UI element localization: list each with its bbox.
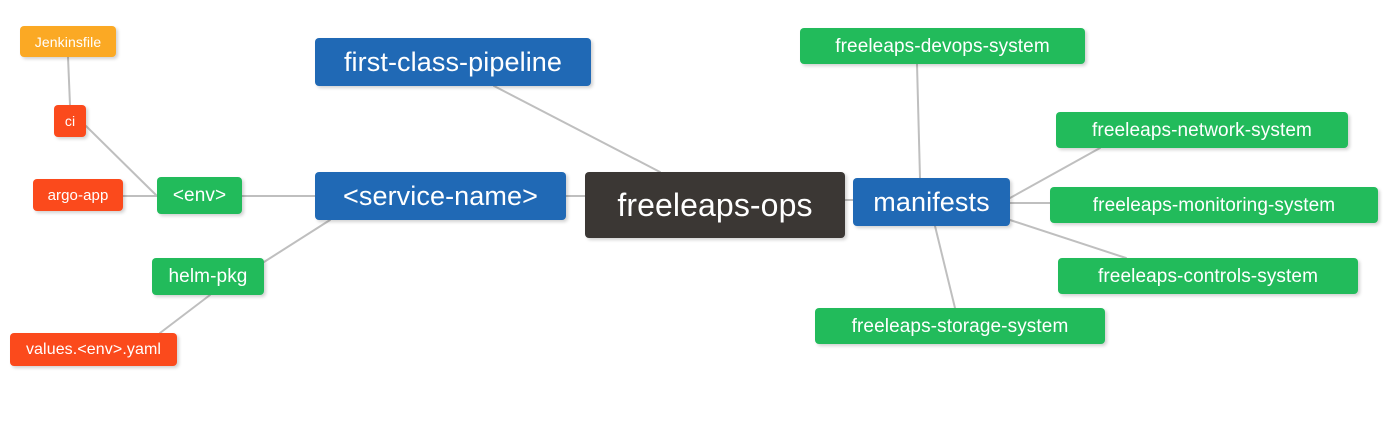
- node-freeleaps-ops[interactable]: freeleaps-ops: [585, 172, 845, 238]
- node-jenkinsfile[interactable]: Jenkinsfile: [20, 26, 116, 57]
- edge-manifests-to-freeleaps-devops-system: [916, 63, 921, 179]
- node-label-freeleaps-network-system: freeleaps-network-system: [1092, 119, 1312, 141]
- node-label-env: <env>: [172, 185, 227, 206]
- node-label-freeleaps-ops: freeleaps-ops: [617, 187, 813, 223]
- node-argo-app[interactable]: argo-app: [33, 179, 123, 211]
- edge-helm-pkg-to-service-name: [263, 219, 331, 263]
- node-manifests[interactable]: manifests: [853, 178, 1010, 226]
- node-label-freeleaps-storage-system: freeleaps-storage-system: [851, 315, 1069, 337]
- node-label-first-class-pipeline: first-class-pipeline: [343, 46, 563, 77]
- node-service-name[interactable]: <service-name>: [315, 172, 566, 220]
- node-freeleaps-devops-system[interactable]: freeleaps-devops-system: [800, 28, 1085, 64]
- node-label-ci: ci: [64, 113, 76, 129]
- node-label-values-yaml: values.<env>.yaml: [25, 340, 162, 358]
- node-freeleaps-controls-system[interactable]: freeleaps-controls-system: [1058, 258, 1358, 294]
- node-helm-pkg[interactable]: helm-pkg: [152, 258, 264, 295]
- node-label-manifests: manifests: [873, 186, 990, 217]
- node-label-service-name: <service-name>: [343, 180, 538, 211]
- node-label-freeleaps-controls-system: freeleaps-controls-system: [1097, 265, 1319, 287]
- edge-first-class-pipeline-to-freeleaps-ops: [493, 85, 661, 173]
- node-ci[interactable]: ci: [54, 105, 86, 137]
- edge-values-yaml-to-helm-pkg: [159, 294, 211, 334]
- node-label-freeleaps-monitoring-system: freeleaps-monitoring-system: [1092, 194, 1336, 216]
- node-label-argo-app: argo-app: [47, 186, 109, 204]
- node-label-freeleaps-devops-system: freeleaps-devops-system: [835, 35, 1050, 57]
- edge-jenkinsfile-to-ci: [67, 56, 71, 106]
- node-values-yaml[interactable]: values.<env>.yaml: [10, 333, 177, 366]
- node-freeleaps-storage-system[interactable]: freeleaps-storage-system: [815, 308, 1105, 344]
- edge-manifests-to-freeleaps-controls-system: [1009, 219, 1127, 259]
- node-freeleaps-network-system[interactable]: freeleaps-network-system: [1056, 112, 1348, 148]
- node-label-jenkinsfile: Jenkinsfile: [34, 33, 102, 50]
- node-label-helm-pkg: helm-pkg: [168, 266, 248, 287]
- node-env[interactable]: <env>: [157, 177, 242, 214]
- node-freeleaps-monitoring-system[interactable]: freeleaps-monitoring-system: [1050, 187, 1378, 223]
- node-first-class-pipeline[interactable]: first-class-pipeline: [315, 38, 591, 86]
- edge-manifests-to-freeleaps-storage-system: [934, 225, 956, 309]
